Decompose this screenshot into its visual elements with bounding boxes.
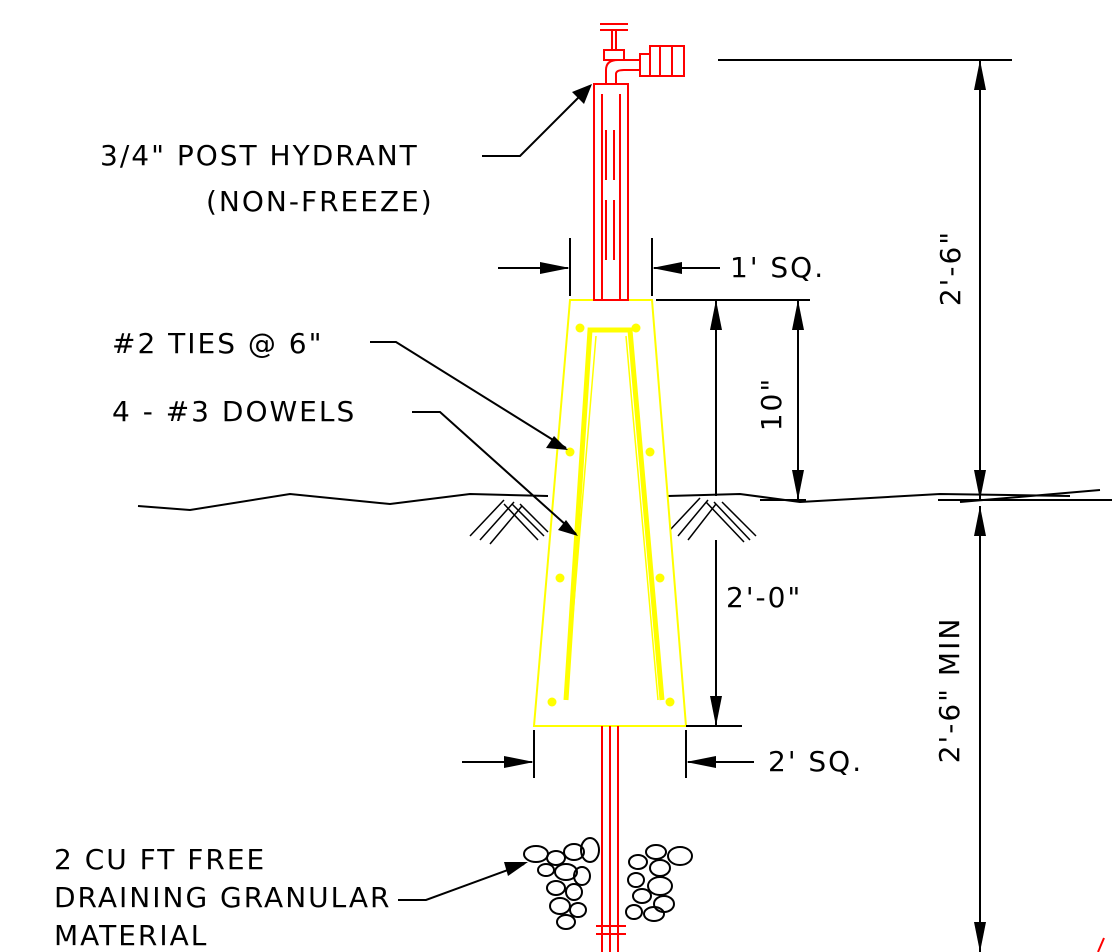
ground-line xyxy=(137,489,1112,512)
label-ties: #2 TIES @ 6" xyxy=(112,327,324,360)
dim-2-0 xyxy=(686,300,742,727)
hydrant-pipe xyxy=(593,83,629,952)
label-dim-2-6-min: 2'-6" MIN xyxy=(933,616,966,764)
leader-ties xyxy=(370,341,568,450)
label-dim-2-6-top: 2'-6" xyxy=(934,229,967,307)
label-granular-1: 2 CU FT FREE xyxy=(54,843,267,876)
label-dowels: 4 - #3 DOWELS xyxy=(112,395,357,428)
label-granular-2: DRAINING GRANULAR xyxy=(54,881,392,914)
label-hydrant-sub: (NON-FREEZE) xyxy=(206,185,434,218)
gravel-left xyxy=(523,837,600,930)
earth-hatch-left xyxy=(469,499,549,545)
red-tick-mark xyxy=(1097,937,1105,952)
label-dim-10: 10" xyxy=(755,376,788,432)
label-bottom-size: 2' SQ. xyxy=(768,745,864,778)
earth-hatch-right xyxy=(669,497,757,543)
hydrant-head xyxy=(600,23,685,84)
label-hydrant: 3/4" POST HYDRANT xyxy=(100,139,419,172)
leader-gravel xyxy=(398,862,528,901)
dim-2-6-top xyxy=(718,59,1012,500)
gravel-right xyxy=(625,844,693,922)
label-dim-2-0: 2'-0" xyxy=(726,581,803,614)
leader-dowels xyxy=(412,411,578,536)
rebar-u-shape xyxy=(563,327,665,701)
dim-2-6-min xyxy=(974,506,986,952)
concrete-block xyxy=(532,299,688,727)
label-top-size: 1' SQ. xyxy=(730,251,826,284)
concrete-outline xyxy=(532,299,688,727)
dim-10 xyxy=(656,299,810,501)
dim-top-width xyxy=(498,238,720,296)
dim-bottom-width xyxy=(462,730,754,778)
rebar-dots xyxy=(547,323,675,707)
label-granular-3: MATERIAL xyxy=(54,919,209,952)
leader-hydrant xyxy=(482,84,592,157)
